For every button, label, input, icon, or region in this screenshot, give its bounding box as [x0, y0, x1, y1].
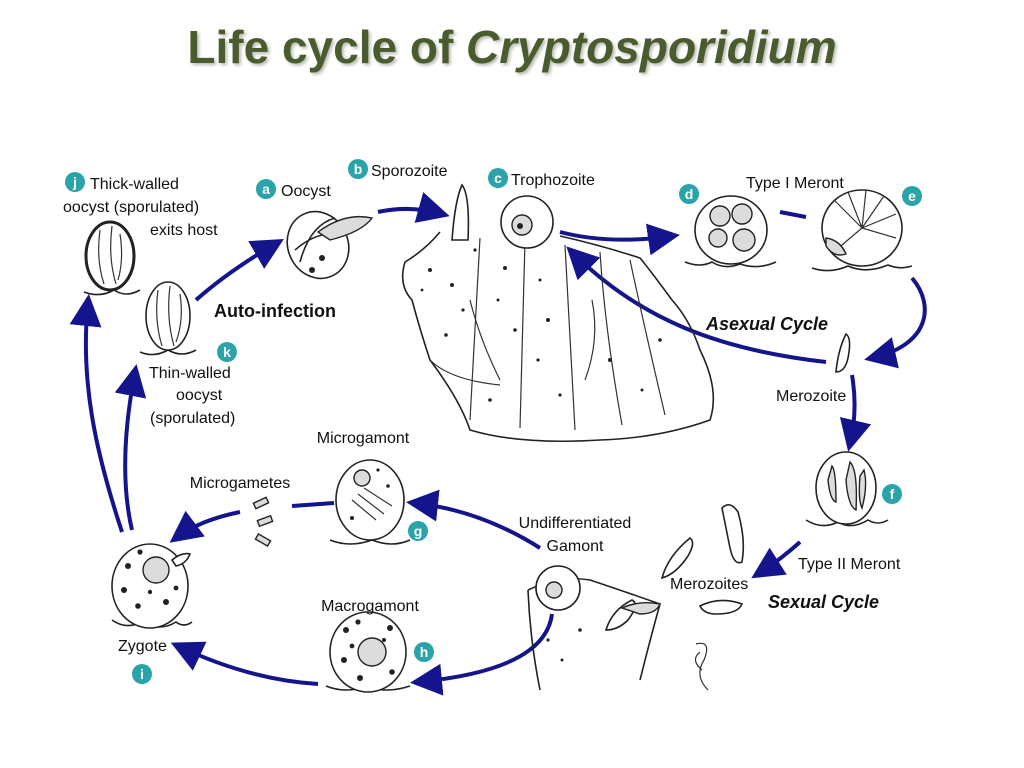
arrow-autoinfection [194, 239, 284, 302]
badge-e: e [908, 188, 916, 204]
badge-f: f [890, 486, 895, 502]
badge-c: c [494, 170, 502, 186]
stage-merozoites: Merozoites [660, 504, 748, 691]
arrow-oocyst-to-sporozoite [377, 192, 450, 223]
arrow-type2-to-merozoites [751, 540, 802, 579]
stage-c-trophozoite: c Trophozoite [488, 168, 595, 249]
label-thinwalled-2: oocyst [176, 387, 223, 404]
stage-h-macrogamont: h Macrogamont [321, 598, 434, 693]
label-oocyst: Oocyst [281, 183, 331, 200]
stage-merozoite: Merozoite [776, 332, 851, 405]
label-trophozoite: Trophozoite [511, 172, 595, 189]
arrow-microgamont-to-zygote [291, 501, 335, 508]
label-thickwalled-1: Thick-walled [90, 176, 179, 193]
arrow-merozoite-to-trophozoite [566, 246, 827, 364]
arrow-gamont-to-microgamont [406, 489, 542, 550]
badge-k: k [223, 344, 231, 360]
stage-f-type2-meront: f Type II Meront [798, 451, 902, 573]
badge-g: g [414, 523, 423, 539]
title-prefix: Life cycle of [187, 21, 467, 73]
stage-j-thickwalled-oocyst: j Thick-walled oocyst (sporulated) exits… [63, 172, 218, 296]
label-sporozoite: Sporozoite [371, 163, 448, 180]
stage-e-type1-meront-mature: e [811, 186, 922, 272]
label-thinwalled-3: (sporulated) [150, 410, 235, 427]
label-microgamont: Microgamont [317, 430, 410, 447]
label-type1-meront-group: Type I Meront [746, 175, 844, 192]
arrow-macrogamont-to-zygote [170, 641, 319, 686]
label-asexual-cycle: Asexual Cycle [705, 314, 828, 334]
intestinal-epithelium-illustration [401, 231, 715, 443]
label-undifferentiated: Undifferentiated [519, 515, 632, 532]
arrow-zygote-to-thinwalled [114, 364, 147, 531]
stage-undifferentiated-gamont: Undifferentiated Gamont [519, 515, 661, 691]
badge-j: j [72, 174, 77, 190]
label-thinwalled-1: Thin-walled [149, 365, 231, 382]
arrow-merozoite-to-type2 [839, 374, 872, 452]
label-thickwalled-2: oocyst (sporulated) [63, 199, 199, 216]
slide-title: Life cycle of Cryptosporidium [0, 20, 1024, 74]
label-type2-meront: Type II Meront [798, 556, 901, 573]
title-organism: Cryptosporidium [466, 21, 837, 73]
label-zygote: Zygote [118, 638, 167, 655]
arrow-microgametes-to-zygote [169, 510, 241, 543]
arrow-type1-to-type1 [779, 210, 807, 219]
arrow-zygote-to-thickwalled [69, 294, 124, 533]
arrow-gamont-to-macrogamont [410, 613, 554, 696]
label-type1-meront: Type I Meront [746, 175, 844, 192]
badge-a: a [262, 181, 270, 197]
arrow-trophozoite-to-type1 [559, 223, 680, 256]
stage-a-oocyst: a Oocyst [256, 179, 374, 280]
label-sexual-cycle: Sexual Cycle [768, 592, 879, 612]
stage-i-zygote: Zygote i [111, 543, 193, 684]
label-gamont: Gamont [547, 538, 604, 555]
stage-d-type1-meront: d [679, 184, 777, 268]
arrow-type1-to-merozoite [864, 276, 927, 369]
cycle-arrows [69, 192, 927, 696]
label-thickwalled-3: exits host [150, 222, 218, 239]
badge-i: i [140, 666, 144, 682]
stage-b-sporozoite: b Sporozoite [348, 159, 470, 241]
label-macrogamont: Macrogamont [321, 598, 419, 615]
badge-b: b [354, 161, 363, 177]
label-auto-infection: Auto-infection [214, 301, 336, 321]
badge-h: h [420, 644, 429, 660]
badge-d: d [685, 186, 694, 202]
stage-microgametes: Microgametes [190, 475, 290, 548]
label-microgametes: Microgametes [190, 475, 290, 492]
stage-g-microgamont: g Microgamont [317, 430, 428, 545]
label-merozoites: Merozoites [670, 576, 748, 593]
stage-k-thinwalled-oocyst: k Thin-walled oocyst (sporulated) [139, 281, 237, 427]
label-merozoite: Merozoite [776, 388, 846, 405]
